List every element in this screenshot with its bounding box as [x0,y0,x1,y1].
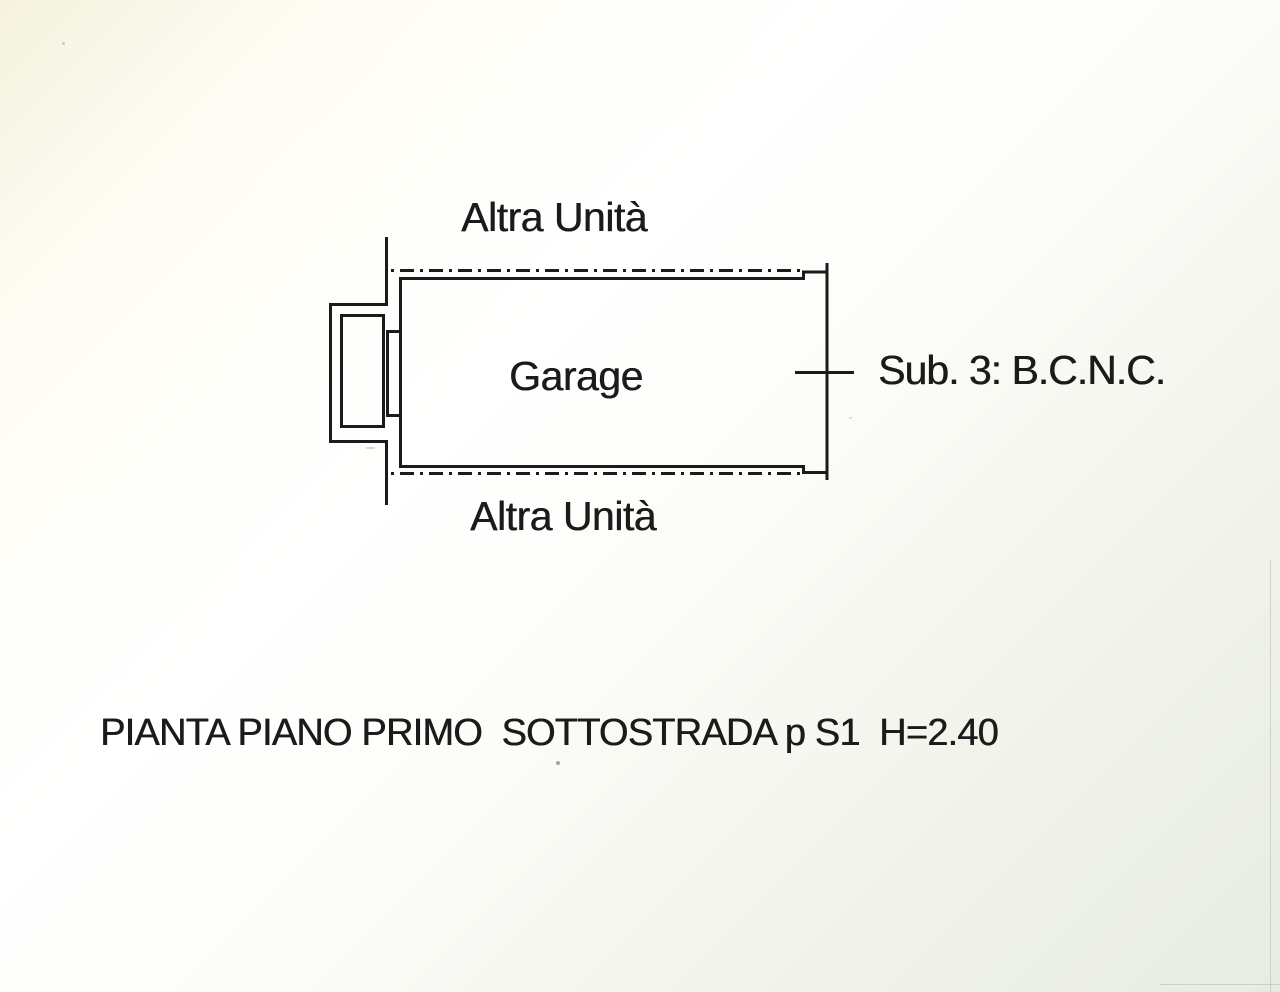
garage-top-wall [399,270,826,280]
left-boundary-bracket [329,237,388,505]
scan-speck [62,42,65,45]
adjacent-unit-label-top: Altra Unità [461,194,647,240]
door-strip [386,330,402,417]
subaltern-label: Sub. 3: B.C.N.C. [878,347,1166,393]
scan-edge-artifact [1270,560,1271,992]
scan-speck [366,447,375,449]
scan-speck [556,761,560,765]
scan-edge-artifact [1160,984,1280,985]
entrance-inner-rect [340,314,385,428]
room-label-garage: Garage [509,353,643,399]
adjacent-unit-label-bottom: Altra Unità [470,493,656,539]
scan-speck [849,417,852,419]
garage-bottom-wall [399,465,826,474]
plan-caption: PIANTA PIANO PRIMO SOTTOSTRADA p S1 H=2.… [100,712,999,754]
